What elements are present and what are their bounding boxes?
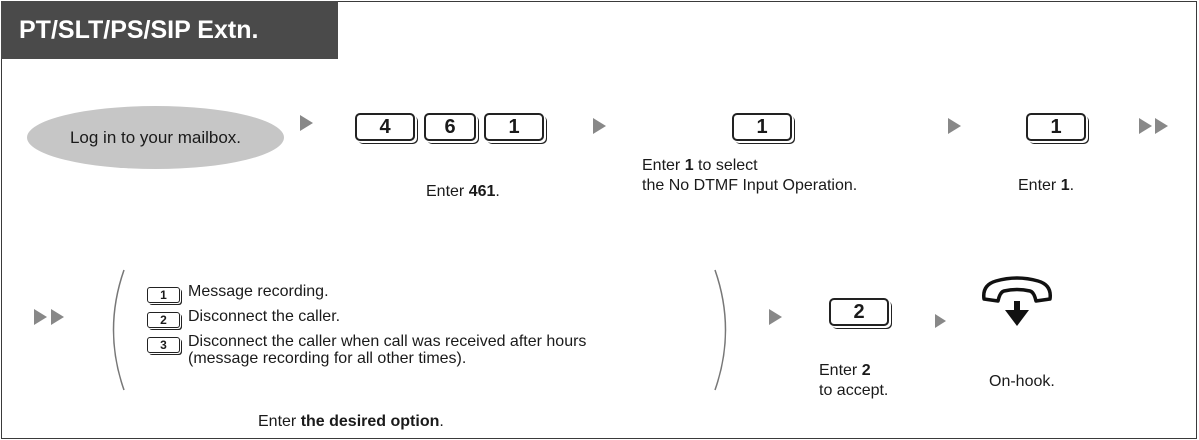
option-3-text-line2: (message recording for all other times). bbox=[188, 350, 467, 367]
arrow-right-icon bbox=[1155, 118, 1168, 134]
key-6: 6 bbox=[424, 113, 476, 141]
arrow-right-icon bbox=[1139, 118, 1152, 134]
key-1: 1 bbox=[732, 113, 792, 141]
start-label: Log in to your mailbox. bbox=[69, 127, 242, 147]
option-key-1: 1 bbox=[147, 287, 180, 303]
start-oval: Log in to your mailbox. bbox=[27, 106, 284, 169]
option-1-text: Message recording. bbox=[188, 283, 329, 300]
key-4: 4 bbox=[355, 113, 415, 141]
arrow-right-icon bbox=[593, 118, 606, 134]
key-1: 1 bbox=[1026, 113, 1086, 141]
key-1: 1 bbox=[484, 113, 544, 141]
option-key-2: 2 bbox=[147, 312, 180, 328]
page-title: PT/SLT/PS/SIP Extn. bbox=[1, 1, 338, 59]
option-key-3: 3 bbox=[147, 337, 180, 353]
arrow-right-icon bbox=[300, 115, 313, 131]
option-3-text: Disconnect the caller when call was rece… bbox=[188, 333, 587, 350]
options-brackets bbox=[112, 269, 727, 391]
arrow-right-icon bbox=[935, 314, 946, 328]
onhook-caption: On-hook. bbox=[989, 373, 1055, 390]
step1-caption: Enter 461. bbox=[426, 183, 500, 200]
arrow-right-icon bbox=[948, 118, 961, 134]
on-hook-handset-icon bbox=[982, 276, 1052, 326]
option-2-text: Disconnect the caller. bbox=[188, 308, 341, 325]
key-2: 2 bbox=[829, 298, 889, 326]
options-caption: Enter the desired option. bbox=[258, 413, 444, 430]
arrow-right-icon bbox=[769, 309, 782, 325]
step3-caption: Enter 1. bbox=[1018, 177, 1075, 194]
arrow-right-icon bbox=[34, 309, 47, 325]
arrow-right-icon bbox=[51, 309, 64, 325]
